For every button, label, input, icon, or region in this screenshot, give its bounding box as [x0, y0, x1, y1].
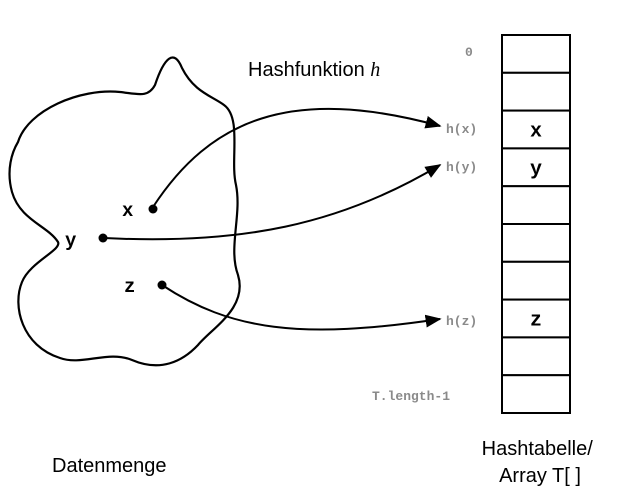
slot-label-first: 0 — [465, 45, 473, 60]
title-variable: h — [370, 59, 380, 81]
hash-table: xy z — [501, 34, 571, 415]
element-x-dot — [148, 204, 158, 214]
diagram-title: Hashfunktion h — [248, 59, 380, 81]
arrow-x — [152, 107, 442, 208]
arrow-z — [161, 284, 442, 331]
table-caption-line-2: Array T[ ] — [499, 465, 581, 487]
table-caption: Hashtabelle/ Array T[ ] — [482, 438, 599, 487]
table-cell-3 — [501, 147, 571, 188]
table-cell-8 — [501, 336, 571, 377]
table-cell-value-x: x — [530, 121, 542, 144]
table-cell-9 — [501, 374, 571, 415]
table-cell-1 — [501, 71, 571, 112]
slot-label-hy: h(y) — [446, 160, 477, 175]
table-cell-5 — [501, 223, 571, 263]
table-cell-4 — [501, 185, 571, 225]
element-z-label: z — [124, 276, 135, 298]
element-y-label: y — [65, 230, 77, 252]
arrow-y — [103, 164, 442, 241]
dataset-blob — [8, 56, 241, 367]
element-y-dot — [98, 233, 108, 243]
element-z-dot — [157, 280, 167, 290]
table-cell-0 — [501, 34, 571, 74]
element-x-label: x — [122, 200, 133, 222]
table-caption-line-1: Hashtabelle/ — [482, 438, 594, 460]
table-cell-value-z: z — [530, 310, 542, 333]
table-cell-6 — [501, 260, 571, 301]
slot-label-hx: h(x) — [446, 122, 477, 137]
dataset-caption: Datenmenge — [52, 455, 167, 477]
title-text: Hashfunktion — [248, 59, 370, 81]
slot-label-last: T.length-1 — [372, 389, 450, 404]
table-cell-value-y: y — [530, 158, 542, 181]
slot-label-hz: h(z) — [446, 314, 477, 329]
